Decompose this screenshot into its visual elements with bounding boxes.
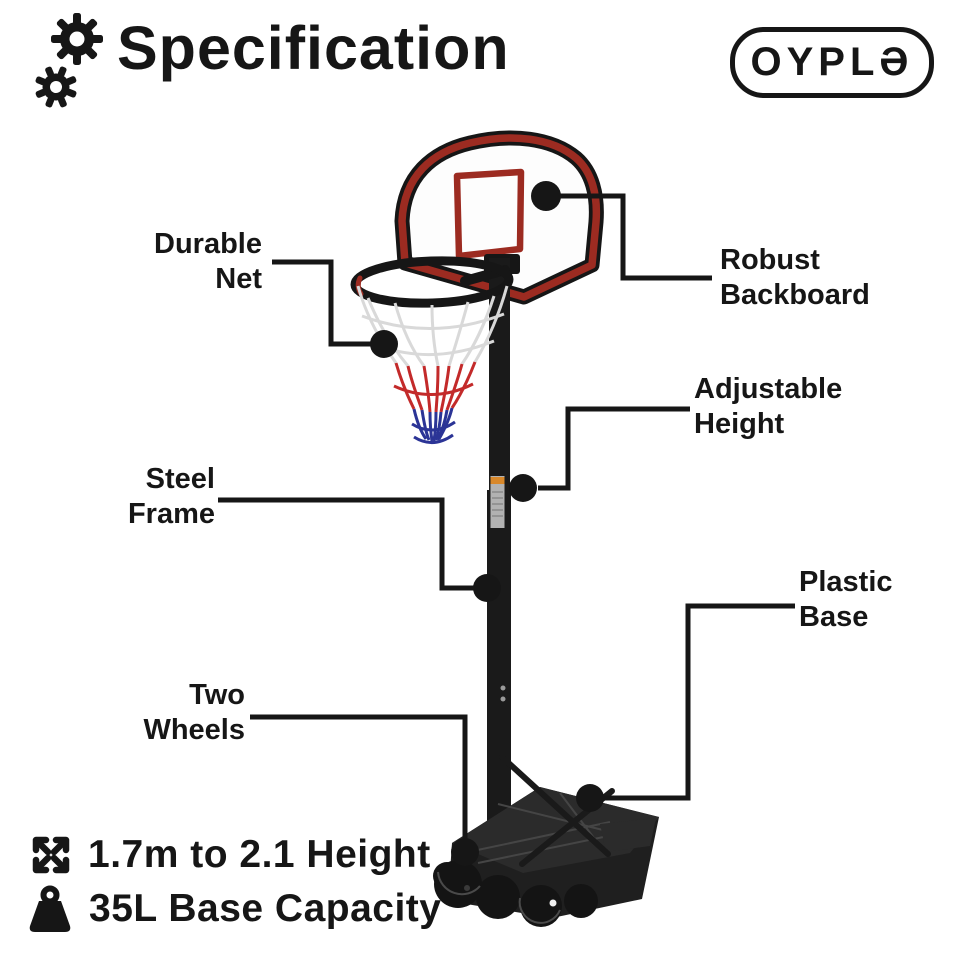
callout-label-two-wheels: Two Wheels [143, 679, 245, 746]
weight-icon [29, 885, 71, 932]
callout-dot-plastic-base [576, 784, 604, 812]
brand-logo-text: OYPLƏ [750, 40, 914, 84]
warning-sticker [490, 476, 505, 528]
feature-text-height-range: 1.7m to 2.1 Height [88, 833, 431, 876]
callout-label-steel-frame: Steel Frame [127, 463, 215, 530]
callout-dot-robust-backboard [531, 181, 561, 211]
pole-bolt [500, 696, 506, 702]
callout-line-robust-backboard [560, 193, 712, 281]
callout-connectors [218, 181, 795, 866]
callout-dot-two-wheels [451, 838, 479, 866]
expand-arrows-icon [32, 836, 70, 874]
callout-line-adjustable-height [538, 406, 690, 491]
pole-bolt [500, 685, 506, 691]
callout-line-two-wheels [250, 714, 468, 850]
wheels [433, 860, 598, 927]
callout-dot-steel-frame [473, 574, 501, 602]
callout-label-adjustable-height: Adjustable Height [694, 373, 843, 440]
callout-label-robust-backboard: Robust Backboard [720, 244, 870, 311]
callout-dot-durable-net [370, 330, 398, 358]
callout-label-plastic-base: Plastic Base [799, 566, 893, 633]
callout-line-durable-net [272, 259, 372, 347]
feature-height-range: 1.7m to 2.1 Height [30, 833, 431, 877]
page-title: Specification [117, 14, 510, 82]
gears-icon [35, 13, 103, 108]
shooting-square [453, 168, 525, 260]
net-red-band [393, 361, 477, 413]
callout-line-steel-frame [218, 497, 474, 591]
callout-dot-adjustable-height [509, 474, 537, 502]
callout-line-plastic-base [604, 603, 795, 801]
net [356, 285, 509, 444]
feature-base-capacity: 35L Base Capacity [27, 884, 441, 934]
callout-label-durable-net: Durable Net [154, 228, 262, 295]
net-blue-band [411, 407, 456, 444]
feature-text-base-capacity: 35L Base Capacity [89, 887, 442, 930]
brand-logo: OYPLƏ [730, 27, 934, 98]
